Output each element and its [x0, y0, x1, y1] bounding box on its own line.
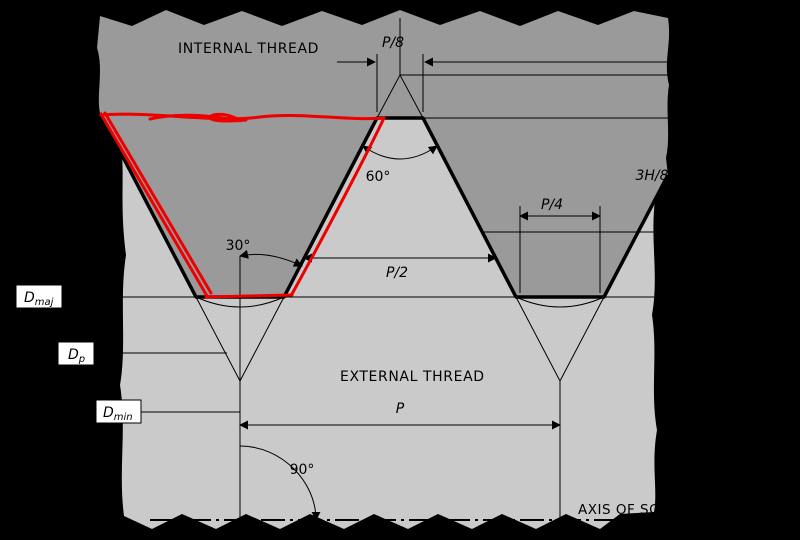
- red-bottom-stroke: [204, 293, 294, 299]
- angle-60-label: 60°: [366, 169, 391, 185]
- dmin-subscript: min: [114, 412, 133, 423]
- dmin-label-box: Dmin: [95, 399, 142, 424]
- dmin-label: Dmin: [103, 405, 133, 423]
- red-top-stroke: [99, 112, 386, 121]
- dp-symbol: D: [68, 347, 79, 363]
- dp-box-rect: [57, 341, 95, 366]
- dmin-box-rect: [95, 399, 142, 424]
- h38-dimension-label: 3H/8: [635, 168, 668, 184]
- p4-dimension-label: P/4: [541, 197, 563, 213]
- dmin-symbol: D: [103, 405, 114, 421]
- dp-subscript: p: [78, 354, 85, 365]
- internal-thread-label: INTERNAL THREAD: [178, 41, 319, 57]
- axis-of-screw-label: AXIS OF SCREW: [578, 502, 692, 518]
- dmaj-subscript: maj: [35, 297, 54, 308]
- angle-60-arc: [362, 145, 438, 160]
- right-root-arc: [515, 296, 605, 308]
- internal-thread-region: [97, 10, 670, 297]
- p-dimension-label: P: [396, 401, 405, 417]
- angle-30-label: 30°: [226, 238, 251, 254]
- p2-dimension-label: P/2: [386, 265, 408, 281]
- dp-label-box: Dp: [57, 341, 95, 366]
- red-top-scribble: [148, 112, 248, 123]
- angle-90-arc: [239, 445, 321, 521]
- construction-lines: [62, 18, 795, 528]
- dmaj-label: Dmaj: [24, 290, 54, 308]
- red-left-stroke-2: [103, 111, 213, 295]
- angle-90-label: 90°: [290, 462, 315, 478]
- external-thread-label: EXTERNAL THREAD: [340, 369, 485, 385]
- dmaj-symbol: D: [24, 290, 35, 306]
- angle-30-arc: [239, 249, 303, 267]
- red-left-stroke: [99, 112, 209, 298]
- dp-label: Dp: [68, 347, 85, 365]
- dmaj-box-rect: [15, 284, 63, 309]
- dmaj-label-box: Dmaj: [15, 284, 63, 309]
- red-highlight-annotation: [99, 111, 386, 299]
- red-right-stroke: [290, 116, 386, 296]
- p8-dimension-label: P/8: [382, 35, 404, 51]
- dimension-lines: [239, 57, 740, 521]
